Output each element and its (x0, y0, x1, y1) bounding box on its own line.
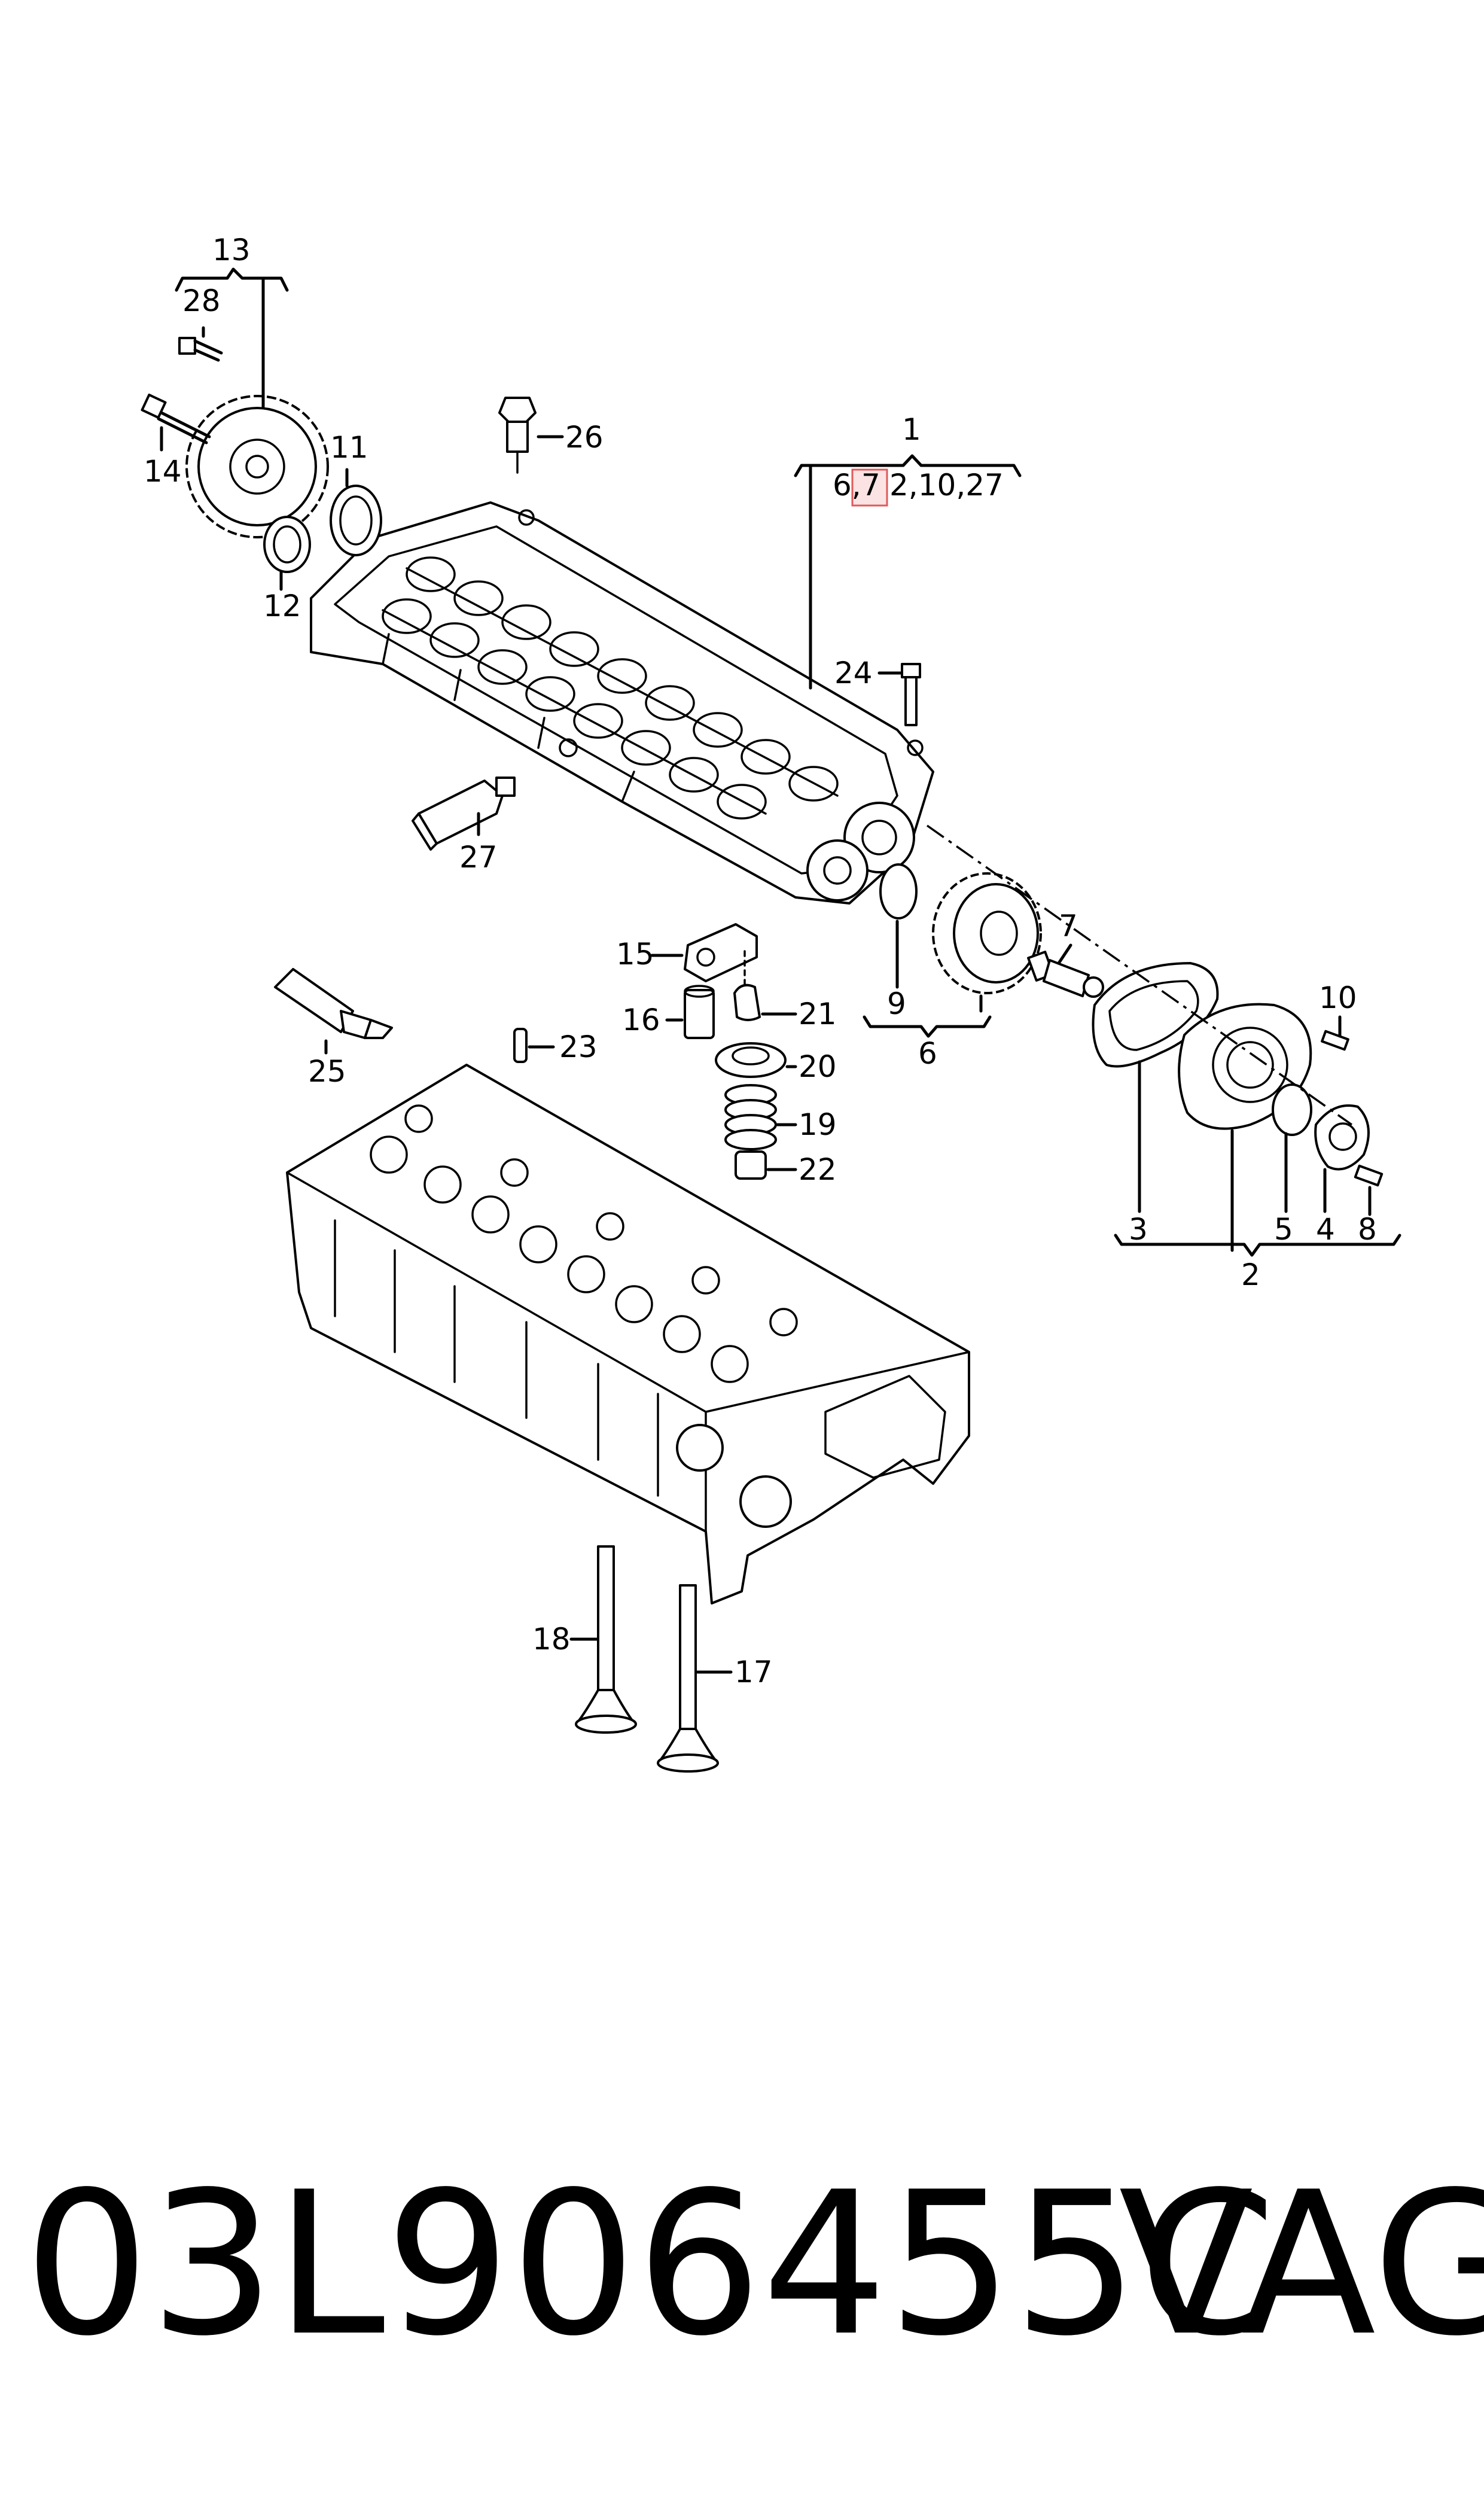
pin-23 (513, 1028, 528, 1063)
bolt-14 (141, 393, 211, 444)
callout-23: 23 (559, 1030, 598, 1064)
camshaft-housing (310, 501, 934, 905)
o-ring-9 (879, 863, 918, 919)
callout-2: 2 (1241, 1258, 1260, 1292)
pump-cover-4 (1314, 1104, 1370, 1171)
valve-18 (575, 1545, 637, 1734)
callout-25: 25 (308, 1054, 346, 1089)
callout-6: 6 (918, 1036, 937, 1071)
valve-17 (657, 1584, 719, 1773)
callout-18: 18 (532, 1622, 571, 1657)
callout-14: 14 (144, 454, 182, 489)
callout-10: 10 (1319, 981, 1357, 1015)
sealant-tube-25 (274, 968, 393, 1039)
callout-17: 17 (735, 1655, 773, 1689)
camshaft-adjuster-6 (932, 872, 1042, 994)
bolt-24 (901, 663, 921, 726)
callout-16: 16 (622, 1003, 660, 1037)
callout-1-refs-b: 7 (861, 468, 880, 503)
cylinder-head (286, 1064, 970, 1604)
callout-11: 11 (330, 430, 368, 465)
rocker-arm-15 (684, 923, 758, 982)
callout-27: 27 (459, 840, 498, 875)
callout-22: 22 (799, 1152, 837, 1187)
seal-12 (263, 516, 311, 573)
valve-spring-19 (724, 1084, 777, 1150)
callout-28: 28 (182, 284, 221, 318)
callout-labels: 13 28 14 11 12 26 1 6, 7 2,10,27 24 27 9… (144, 233, 1377, 1689)
gasket-3 (1092, 962, 1219, 1068)
bolt-28 (178, 337, 223, 362)
part-number: 03L906455C (24, 2149, 1276, 2379)
seal-11 (330, 485, 382, 556)
callout-15: 15 (616, 937, 654, 972)
callout-26: 26 (565, 420, 604, 455)
callout-19: 19 (799, 1107, 837, 1142)
callout-20: 20 (799, 1049, 837, 1084)
callout-1-refs-a: 6, (833, 468, 861, 503)
o-ring-5 (1272, 1083, 1312, 1136)
brand-name: VAG (1119, 2149, 1484, 2379)
valve-collet-21 (733, 950, 761, 1021)
callout-4: 4 (1316, 1212, 1335, 1247)
spring-plate-20 (715, 1042, 787, 1078)
camshaft-sprocket (185, 395, 329, 538)
bolt-10 (1321, 1030, 1349, 1051)
callout-13: 13 (212, 233, 251, 267)
valve-stem-seal-22 (735, 1150, 767, 1180)
callout-5: 5 (1274, 1212, 1293, 1247)
callout-12: 12 (263, 589, 301, 623)
leader-lines (160, 267, 1401, 1674)
sensor-27 (412, 777, 516, 851)
callout-8: 8 (1358, 1212, 1377, 1247)
callout-21: 21 (799, 997, 837, 1031)
callout-1-refs-c: 2,10,27 (889, 468, 1004, 503)
callout-9: 9 (887, 987, 906, 1021)
callout-3: 3 (1129, 1212, 1148, 1247)
callout-7: 7 (1059, 909, 1078, 943)
plug-26 (498, 397, 537, 474)
hydraulic-lifter-16 (684, 985, 715, 1039)
bolt-8 (1354, 1164, 1384, 1187)
callout-24: 24 (834, 656, 873, 690)
highlight-box-7 (851, 468, 888, 507)
control-valve-7 (1027, 951, 1104, 998)
callout-1: 1 (902, 412, 921, 447)
